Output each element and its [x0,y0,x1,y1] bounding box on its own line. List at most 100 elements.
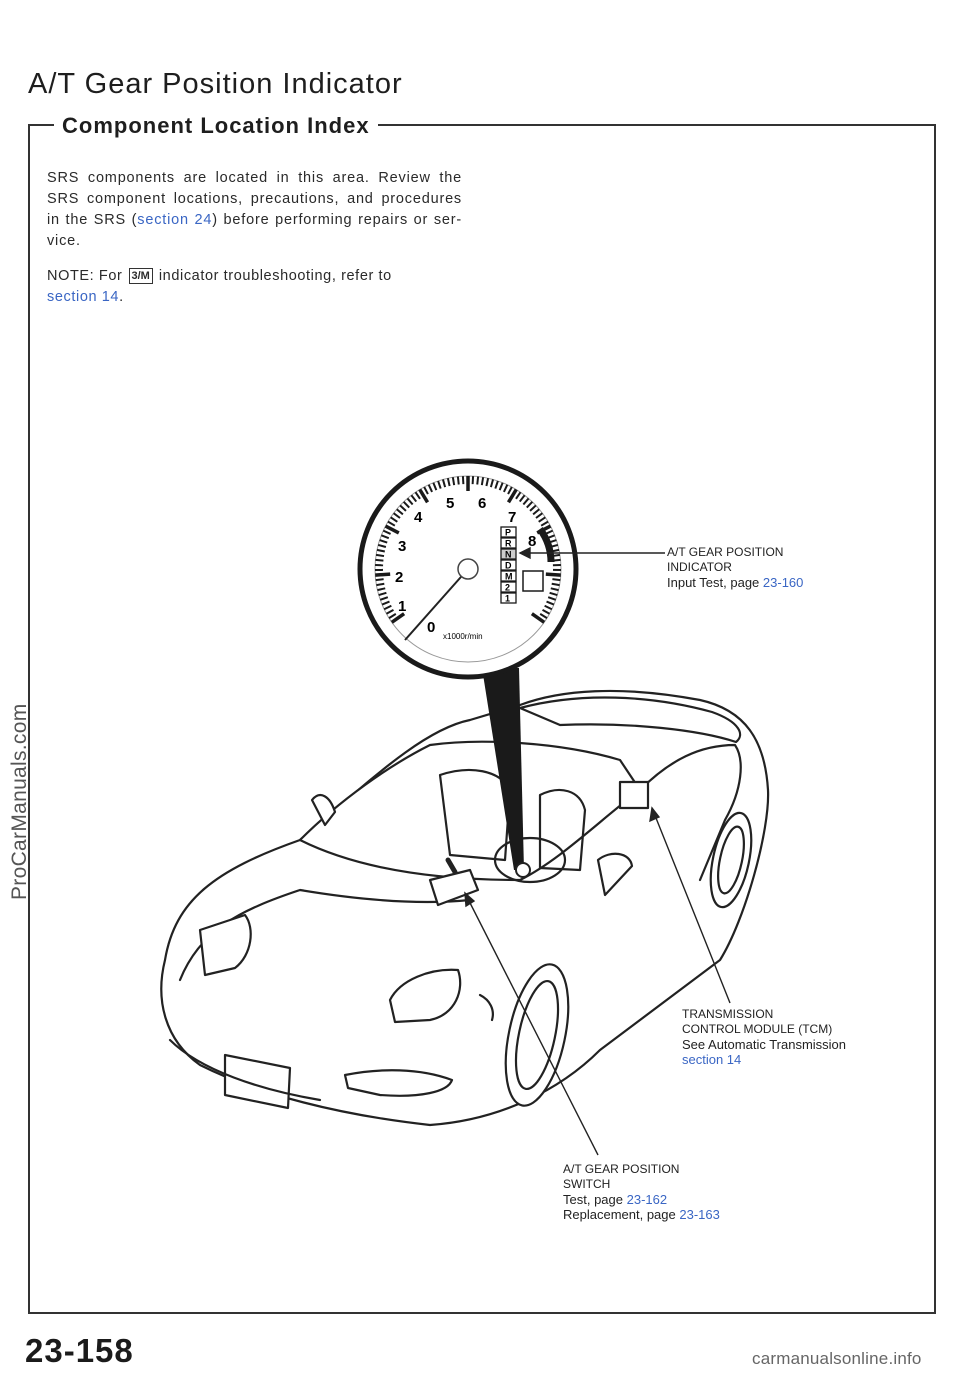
gauge-tick [385,609,394,615]
gauge-tick [545,572,561,577]
gear-box [500,592,517,604]
gauge-tick [406,497,414,506]
gauge-tick [390,516,398,523]
gear-letter: D [505,561,512,571]
gauge-tick [388,613,397,619]
switch-callout-line2: SWITCH [563,1177,611,1191]
gauge-tick [538,516,546,523]
gauge-tick [387,520,396,527]
gauge-tick [535,512,543,519]
gauge-tick [441,479,447,488]
gear-letter: P [505,528,511,538]
watermark-left: ProCarManuals.com [8,703,31,901]
gauge-tick [530,612,546,624]
3m-badge-icon: 3/M [128,268,153,284]
callout-leaders [464,546,731,1156]
gauge-tick [489,479,495,488]
gauge-tick [390,612,406,624]
gauge-tick [476,476,480,485]
gauge-tick [379,596,389,601]
gauge-tick [377,543,387,548]
gauge-tick [432,482,438,491]
gear-box [500,526,517,538]
gear-box [500,559,517,571]
gauge-tick [503,484,509,493]
switch-callout: A/T GEAR POSITION SWITCH Test, page 23-1… [563,1162,720,1222]
gauge-tick [384,524,400,535]
gauge-tick [427,484,433,493]
gauge-tick [382,529,391,535]
gauge-number: 1 [398,598,406,615]
gauge-tick [375,572,391,577]
gauge-tick [418,488,430,504]
gauge-number: 8 [528,533,536,550]
gauge-number: 6 [478,495,486,512]
gauge-tick [506,488,518,504]
gauge-tick [552,578,561,582]
gauge-tick [414,491,421,500]
gear-letter: M [505,572,513,582]
note-suffix: indicator troubleshooting, refer to [158,268,392,284]
indicator-callout: A/T GEAR POSITION INDICATOR Input Test, … [667,545,803,590]
gauge-tick [380,534,390,540]
switch-callout-line1: A/T GEAR POSITION [563,1162,680,1176]
section-subtitle: Component Location Index [54,113,378,139]
gauge-number: 0 [427,619,435,636]
srs-warning-paragraph: SRS components are located in this area.… [47,168,462,252]
gauge-tick [399,504,407,512]
gauge-number: 2 [395,569,403,586]
watermark-right: carmanualsonline.info [752,1349,922,1368]
page-number: 23-158 [25,1332,134,1369]
gauge-tick [526,501,534,509]
gauge-tick [480,477,485,486]
car-illustration-icon [160,689,770,1127]
content-frame [28,124,936,1314]
note-end: . [119,289,124,305]
gauge-tick [542,609,551,615]
gauge-tick [546,600,555,606]
gear-box [500,581,517,593]
redline-zone [537,526,555,563]
gauge-tick [518,494,526,503]
gauge-tick [507,486,513,495]
switch-replace-label: Replacement, page [563,1207,676,1222]
note-paragraph: NOTE: For 3/M indicator troubleshooting, r… [47,266,467,308]
gauge-tick [550,587,559,592]
gauge-tick [383,604,392,611]
gauge-tick [529,504,537,512]
gauge-tick [376,582,385,587]
tcm-callout: TRANSMISSION CONTROL MODULE (TCM) See Au… [682,1007,846,1067]
switch-test-label: Test, page [563,1192,623,1207]
gauge-tick [437,480,442,489]
gauge-tick [379,539,388,544]
gauge-number: 5 [446,495,454,512]
gauge-tick [396,508,404,516]
gauge-tick [446,477,451,487]
gauge-tick [515,491,522,500]
tcm-section-link[interactable]: section 14 [682,1052,742,1067]
gauge-tick [377,587,386,592]
shift-mode-icon [522,570,544,592]
indicator-test-link[interactable]: 23-160 [762,575,804,590]
gauge-tick [381,600,390,606]
gear-letter: 1 [505,594,510,604]
gauge-tick [549,591,558,596]
pointer-origin-icon [515,862,531,878]
indicator-test-label: Input Test, page [667,575,760,590]
gear-box [500,537,517,549]
tcm-callout-line2: CONTROL MODULE (TCM) [682,1022,833,1036]
gauge-tick [410,494,418,503]
gauge-tick [551,582,560,587]
switch-replace-link[interactable]: 23-163 [679,1207,720,1222]
note-prefix: NOTE: For [47,268,123,284]
srs-section-link[interactable]: section 24 [137,212,213,228]
gauge-tick [539,613,548,619]
note-section-link[interactable]: section 14 [47,289,120,305]
gauge-tick [547,596,557,601]
gauge-tick [544,604,553,611]
gauge-tick [375,578,384,582]
indicator-callout-line1: A/T GEAR POSITION [667,545,784,559]
switch-test-link[interactable]: 23-162 [626,1192,668,1207]
gauge-tick [451,477,456,486]
